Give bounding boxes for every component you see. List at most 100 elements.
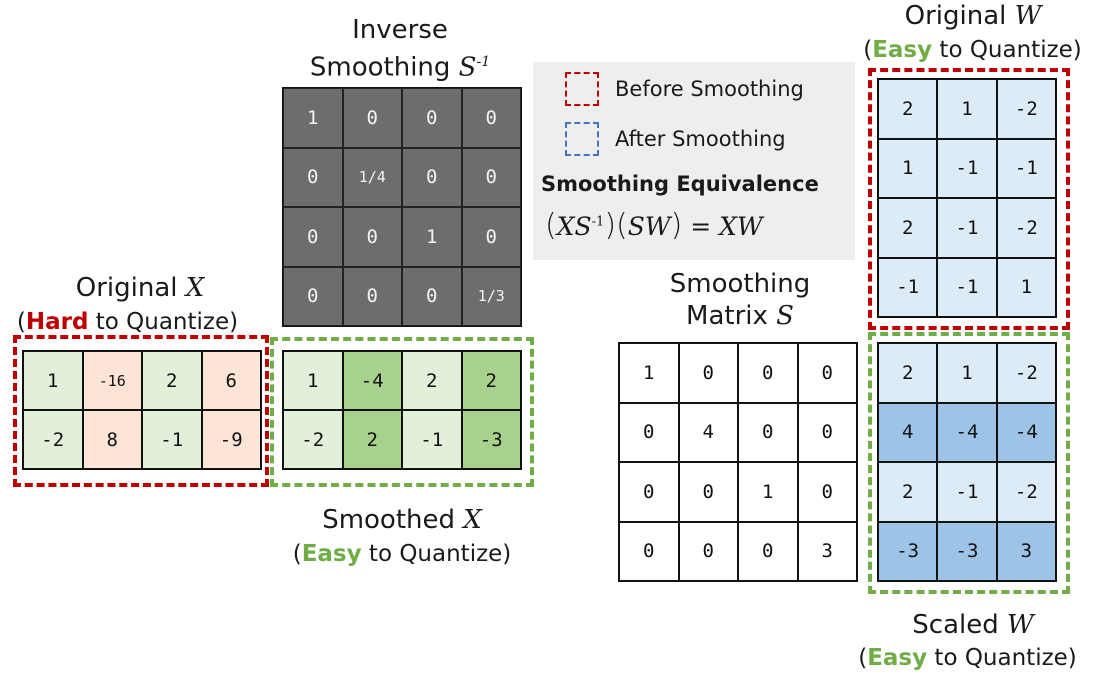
matrix-cell: 0	[342, 207, 402, 267]
matrix-cell: 0	[619, 402, 679, 462]
matrix-cell: 0	[461, 207, 521, 267]
matrix-cell: 3	[797, 521, 857, 581]
scaled-w-paren: (	[858, 645, 868, 671]
matrix-cell: 1	[619, 343, 679, 403]
original-x-word: Original	[75, 273, 178, 303]
inverse-smoothing-title: Inverse Smoothing S-1	[275, 14, 525, 84]
inverse-title-line1: Inverse	[352, 15, 448, 45]
matrix-cell: 2	[878, 79, 938, 139]
matrix-cell: 0	[342, 88, 402, 148]
matrix-cell: 0	[283, 147, 343, 207]
smoothed-x-subtitle: (Easy to Quantize)	[262, 538, 542, 570]
matrix-cell: -16	[82, 351, 142, 410]
eq-equals: =	[690, 212, 712, 241]
smoothing-title-line2: Matrix S	[620, 300, 860, 332]
matrix-cell: -4	[937, 402, 997, 462]
original-w-subtitle: (Easy to Quantize)	[850, 34, 1095, 66]
before-smoothing-label: Before Smoothing	[615, 77, 804, 101]
matrix-cell: -2	[996, 79, 1056, 139]
inverse-superscript: -1	[476, 54, 491, 70]
matrix-cell: 2	[461, 351, 521, 410]
scaled-w-title: Scaled W	[858, 609, 1088, 641]
smoothing-title-line1: Smoothing	[669, 269, 811, 299]
matrix-cell: 1	[283, 88, 343, 148]
smoothing-title-word: Matrix	[686, 301, 768, 331]
scaled-w-after-box	[868, 332, 1070, 594]
matrix-cell: 0	[678, 462, 738, 522]
matrix-cell: 0	[461, 88, 521, 148]
matrix-cell: 0	[797, 462, 857, 522]
eq-xs: XS	[556, 212, 592, 241]
matrix-cell: 0	[738, 521, 798, 581]
matrix-cell: 0	[678, 343, 738, 403]
smoothing-equivalence-title: Smoothing Equivalence	[541, 172, 819, 196]
smoothed-x-rest: to Quantize)	[361, 541, 512, 567]
matrix-cell: -1	[878, 257, 938, 317]
smoothed-x-after-box	[270, 337, 534, 487]
smoothing-symbol: S	[776, 301, 794, 331]
matrix-cell: -3	[937, 521, 997, 581]
matrix-cell: -2	[23, 410, 83, 469]
matrix-cell: -4	[342, 351, 402, 410]
smoothed-x-title: Smoothed X	[270, 504, 534, 536]
original-w-title: Original W	[858, 0, 1088, 32]
matrix-cell: -1	[142, 410, 202, 469]
matrix-cell: 0	[342, 266, 402, 326]
matrix-cell: 1/4	[342, 147, 402, 207]
original-x-before-box	[13, 335, 269, 487]
matrix-cell: 0	[461, 147, 521, 207]
matrix-cell: -1	[996, 138, 1056, 198]
matrix-cell: -3	[461, 410, 521, 469]
inverse-symbol: S	[458, 52, 477, 83]
original-x-rest: to Quantize)	[88, 309, 239, 335]
inverse-title-word: Smoothing	[309, 52, 451, 83]
matrix-cell: 0	[283, 266, 343, 326]
smoothed-x-word: Smoothed	[322, 505, 456, 535]
easy-label-ow: Easy	[872, 37, 933, 63]
matrix-cell: -2	[283, 410, 343, 469]
hard-label: Hard	[25, 309, 89, 335]
original-w-word: Original	[904, 1, 1007, 31]
matrix-cell: 2	[878, 462, 938, 522]
smoothed-x-paren: (	[292, 541, 302, 567]
after-smoothing-swatch	[565, 122, 599, 156]
eq-sup: -1	[591, 214, 605, 230]
original-x-paren: (	[16, 309, 26, 335]
matrix-cell: 1	[738, 462, 798, 522]
matrix-cell: -4	[996, 402, 1056, 462]
matrix-cell: -3	[878, 521, 938, 581]
legend-panel: Before Smoothing After Smoothing Smoothi…	[533, 62, 855, 260]
matrix-cell: -2	[996, 198, 1056, 258]
matrix-cell: 1	[937, 343, 997, 403]
matrix-cell: 0	[619, 462, 679, 522]
matrix-cell: 3	[996, 521, 1056, 581]
matrix-cell: 1/3	[461, 266, 521, 326]
matrix-cell: 2	[142, 351, 202, 410]
matrix-cell: 0	[738, 343, 798, 403]
matrix-cell: 2	[342, 410, 402, 469]
matrix-cell: 0	[797, 402, 857, 462]
matrix-cell: 0	[619, 521, 679, 581]
matrix-cell: -1	[937, 138, 997, 198]
smoothing-matrix-title: Smoothing Matrix S	[620, 268, 860, 332]
easy-label-x: Easy	[301, 541, 362, 567]
matrix-cell: -1	[937, 462, 997, 522]
matrix-cell: 2	[878, 343, 938, 403]
original-w-symbol: W	[1014, 1, 1042, 31]
inverse-title-line2: Smoothing S-1	[275, 46, 525, 84]
scaled-w-word: Scaled	[912, 610, 999, 640]
matrix-cell: 1	[878, 138, 938, 198]
matrix-cell: 0	[402, 147, 462, 207]
smoothed-x-symbol: X	[463, 505, 482, 535]
matrix-cell: -1	[402, 410, 462, 469]
matrix-cell: -9	[201, 410, 261, 469]
easy-label-sw: Easy	[867, 645, 928, 671]
matrix-cell: 8	[82, 410, 142, 469]
original-x-title: Original X	[0, 272, 280, 304]
matrix-cell: 0	[283, 207, 343, 267]
